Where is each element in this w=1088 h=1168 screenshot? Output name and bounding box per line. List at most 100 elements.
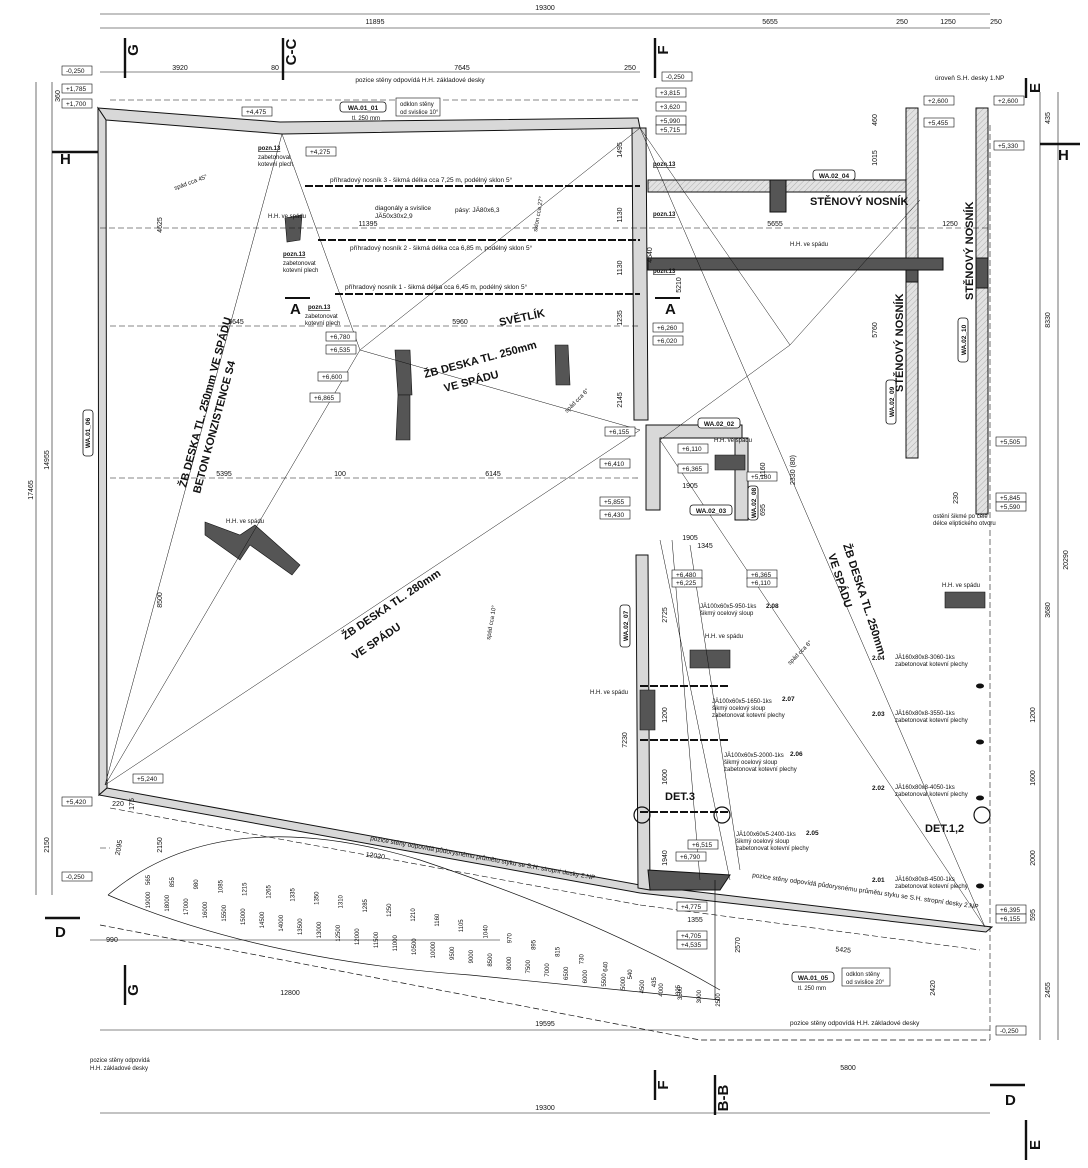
section-cc-top: C-C	[283, 39, 300, 66]
dim-left-b: 2150	[44, 837, 51, 853]
section-a-left: A	[290, 301, 301, 318]
wall-beams	[647, 107, 989, 515]
section-g-top: G	[125, 44, 142, 56]
svg-text:2150: 2150	[157, 837, 164, 853]
beam-stub-3	[975, 257, 989, 289]
dim-right-b: 3680	[1045, 602, 1052, 618]
svg-text:1495: 1495	[617, 142, 624, 158]
label-svetlik: SVĚTLÍK	[498, 307, 546, 329]
svg-text:+6,395: +6,395	[1000, 907, 1020, 914]
stair-step-label: 15000	[241, 908, 247, 925]
beam-horizontal	[647, 257, 944, 271]
svg-text:+5,240: +5,240	[137, 776, 157, 783]
label-det3: DET.3	[665, 791, 695, 803]
svg-text:+5,590: +5,590	[1000, 504, 1020, 511]
svg-text:+6,110: +6,110	[751, 580, 771, 587]
label-spad6b: spád cca 6°	[787, 640, 814, 667]
stair-step-label: 10500	[412, 938, 418, 955]
svg-text:6145: 6145	[485, 471, 501, 478]
section-markers: G C-C F E H H A A D G F B-B D E	[45, 38, 1080, 1160]
stair-width-label: 1310	[339, 894, 345, 908]
stair-width-label: 1265	[267, 885, 273, 899]
stair-width-label: 565	[146, 874, 152, 885]
stair-width-label: 815	[556, 946, 562, 957]
svg-text:+3,620: +3,620	[660, 104, 680, 111]
label-hh-7: H.H. ve spádu	[790, 242, 828, 248]
svg-text:-0,250: -0,250	[66, 874, 85, 881]
svg-text:+6,260: +6,260	[657, 325, 677, 332]
stair-width-label: 1210	[411, 908, 417, 922]
stair-width-label: 1085	[218, 879, 224, 893]
label-c203: 2.03	[872, 711, 885, 718]
label-wa0203: WA.02_03	[696, 508, 727, 515]
label-c202: 2.02	[872, 785, 885, 792]
svg-text:5645: 5645	[228, 319, 244, 326]
svg-text:4640: 4640	[647, 247, 654, 263]
label-c201: 2.01	[872, 877, 885, 884]
dim-t2-d: 250	[624, 65, 636, 72]
svg-text:2330 (80): 2330 (80)	[790, 455, 797, 485]
wall-ledge	[647, 869, 731, 891]
stair-step-label: 8500	[488, 953, 494, 967]
svg-text:+6,515: +6,515	[692, 842, 712, 849]
label-truss-1: příhradový nosník 1 - šikmá délka cca 6,…	[345, 283, 528, 291]
svg-text:+6,430: +6,430	[604, 512, 624, 519]
svg-text:+4,275: +4,275	[310, 149, 330, 156]
interior-dimensions: 11395 5655 1250 5645 5960 5395 6145 100 …	[112, 114, 1037, 996]
stair-step-label: 7000	[545, 963, 551, 977]
stair-width-label: 1160	[435, 913, 441, 927]
label-wa0101-sub: tl. 250 mm	[352, 116, 380, 122]
dim-left-c: 360	[55, 90, 62, 102]
stair-width-label: 1285	[363, 898, 369, 912]
svg-text:1600: 1600	[1030, 770, 1037, 786]
dim-right-a: 8330	[1045, 312, 1052, 328]
truss-beams	[305, 185, 730, 813]
label-hh-3: H.H. ve spádu	[714, 438, 752, 444]
section-a-right: A	[665, 301, 676, 318]
svg-text:1355: 1355	[687, 917, 703, 924]
dim-right-c: 2455	[1045, 982, 1052, 998]
svg-text:+6,155: +6,155	[609, 429, 629, 436]
section-h-left: H	[60, 151, 71, 168]
dim-top-r2: 1250	[940, 19, 956, 26]
label-spad10: spád cca 10°	[486, 604, 498, 640]
dim-top-r1: 250	[896, 19, 908, 26]
stair-step-label: 6500	[564, 966, 570, 980]
svg-text:230: 230	[953, 492, 960, 504]
svg-text:5425: 5425	[835, 946, 851, 954]
label-pos-mid: pozice stěny odpovídá půdorysnému průmět…	[370, 834, 596, 882]
section-d-left: D	[55, 924, 66, 941]
svg-text:+2,600: +2,600	[998, 98, 1018, 105]
label-truss-2: příhradový nosník 2 - šikmá délka cca 6,…	[350, 244, 533, 252]
stair-width-label: 970	[507, 933, 513, 944]
svg-text:1905: 1905	[682, 535, 698, 542]
label-hh-5: H.H. ve spádu	[590, 690, 628, 696]
svg-text:1905: 1905	[682, 483, 698, 490]
wall-wa0210	[975, 107, 989, 515]
svg-text:+6,155: +6,155	[1000, 916, 1020, 923]
stair-width-label: 540	[628, 969, 634, 980]
label-pozn13-1: pozn.13	[258, 146, 281, 152]
svg-text:1600: 1600	[662, 769, 669, 785]
stair-width-label: 1335	[291, 888, 297, 902]
stair-step-label: 17000	[184, 898, 190, 915]
label-pozn13-3: pozn.13	[308, 305, 331, 311]
svg-text:+4,475: +4,475	[246, 109, 266, 116]
dim-left-a: 14955	[44, 450, 51, 470]
svg-text:12020: 12020	[365, 852, 385, 862]
stair-width-label: 730	[580, 954, 586, 965]
svg-text:695: 695	[760, 504, 767, 516]
svg-text:+5,505: +5,505	[1000, 439, 1020, 446]
stair-step-label: 4500	[640, 979, 646, 993]
label-hh-1: H.H. ve spádu	[268, 214, 306, 220]
label-pozn13-2: pozn.13	[283, 252, 306, 258]
label-wa0202: WA.02_02	[704, 421, 735, 428]
dim-bottom-long: 19595	[535, 1021, 555, 1028]
svg-text:4625: 4625	[157, 217, 164, 233]
svg-text:+6,365: +6,365	[682, 466, 702, 473]
wall-mid-column	[631, 127, 649, 421]
stair-step-label: 8000	[507, 956, 513, 970]
dim-bottom-990: 990	[106, 937, 118, 944]
